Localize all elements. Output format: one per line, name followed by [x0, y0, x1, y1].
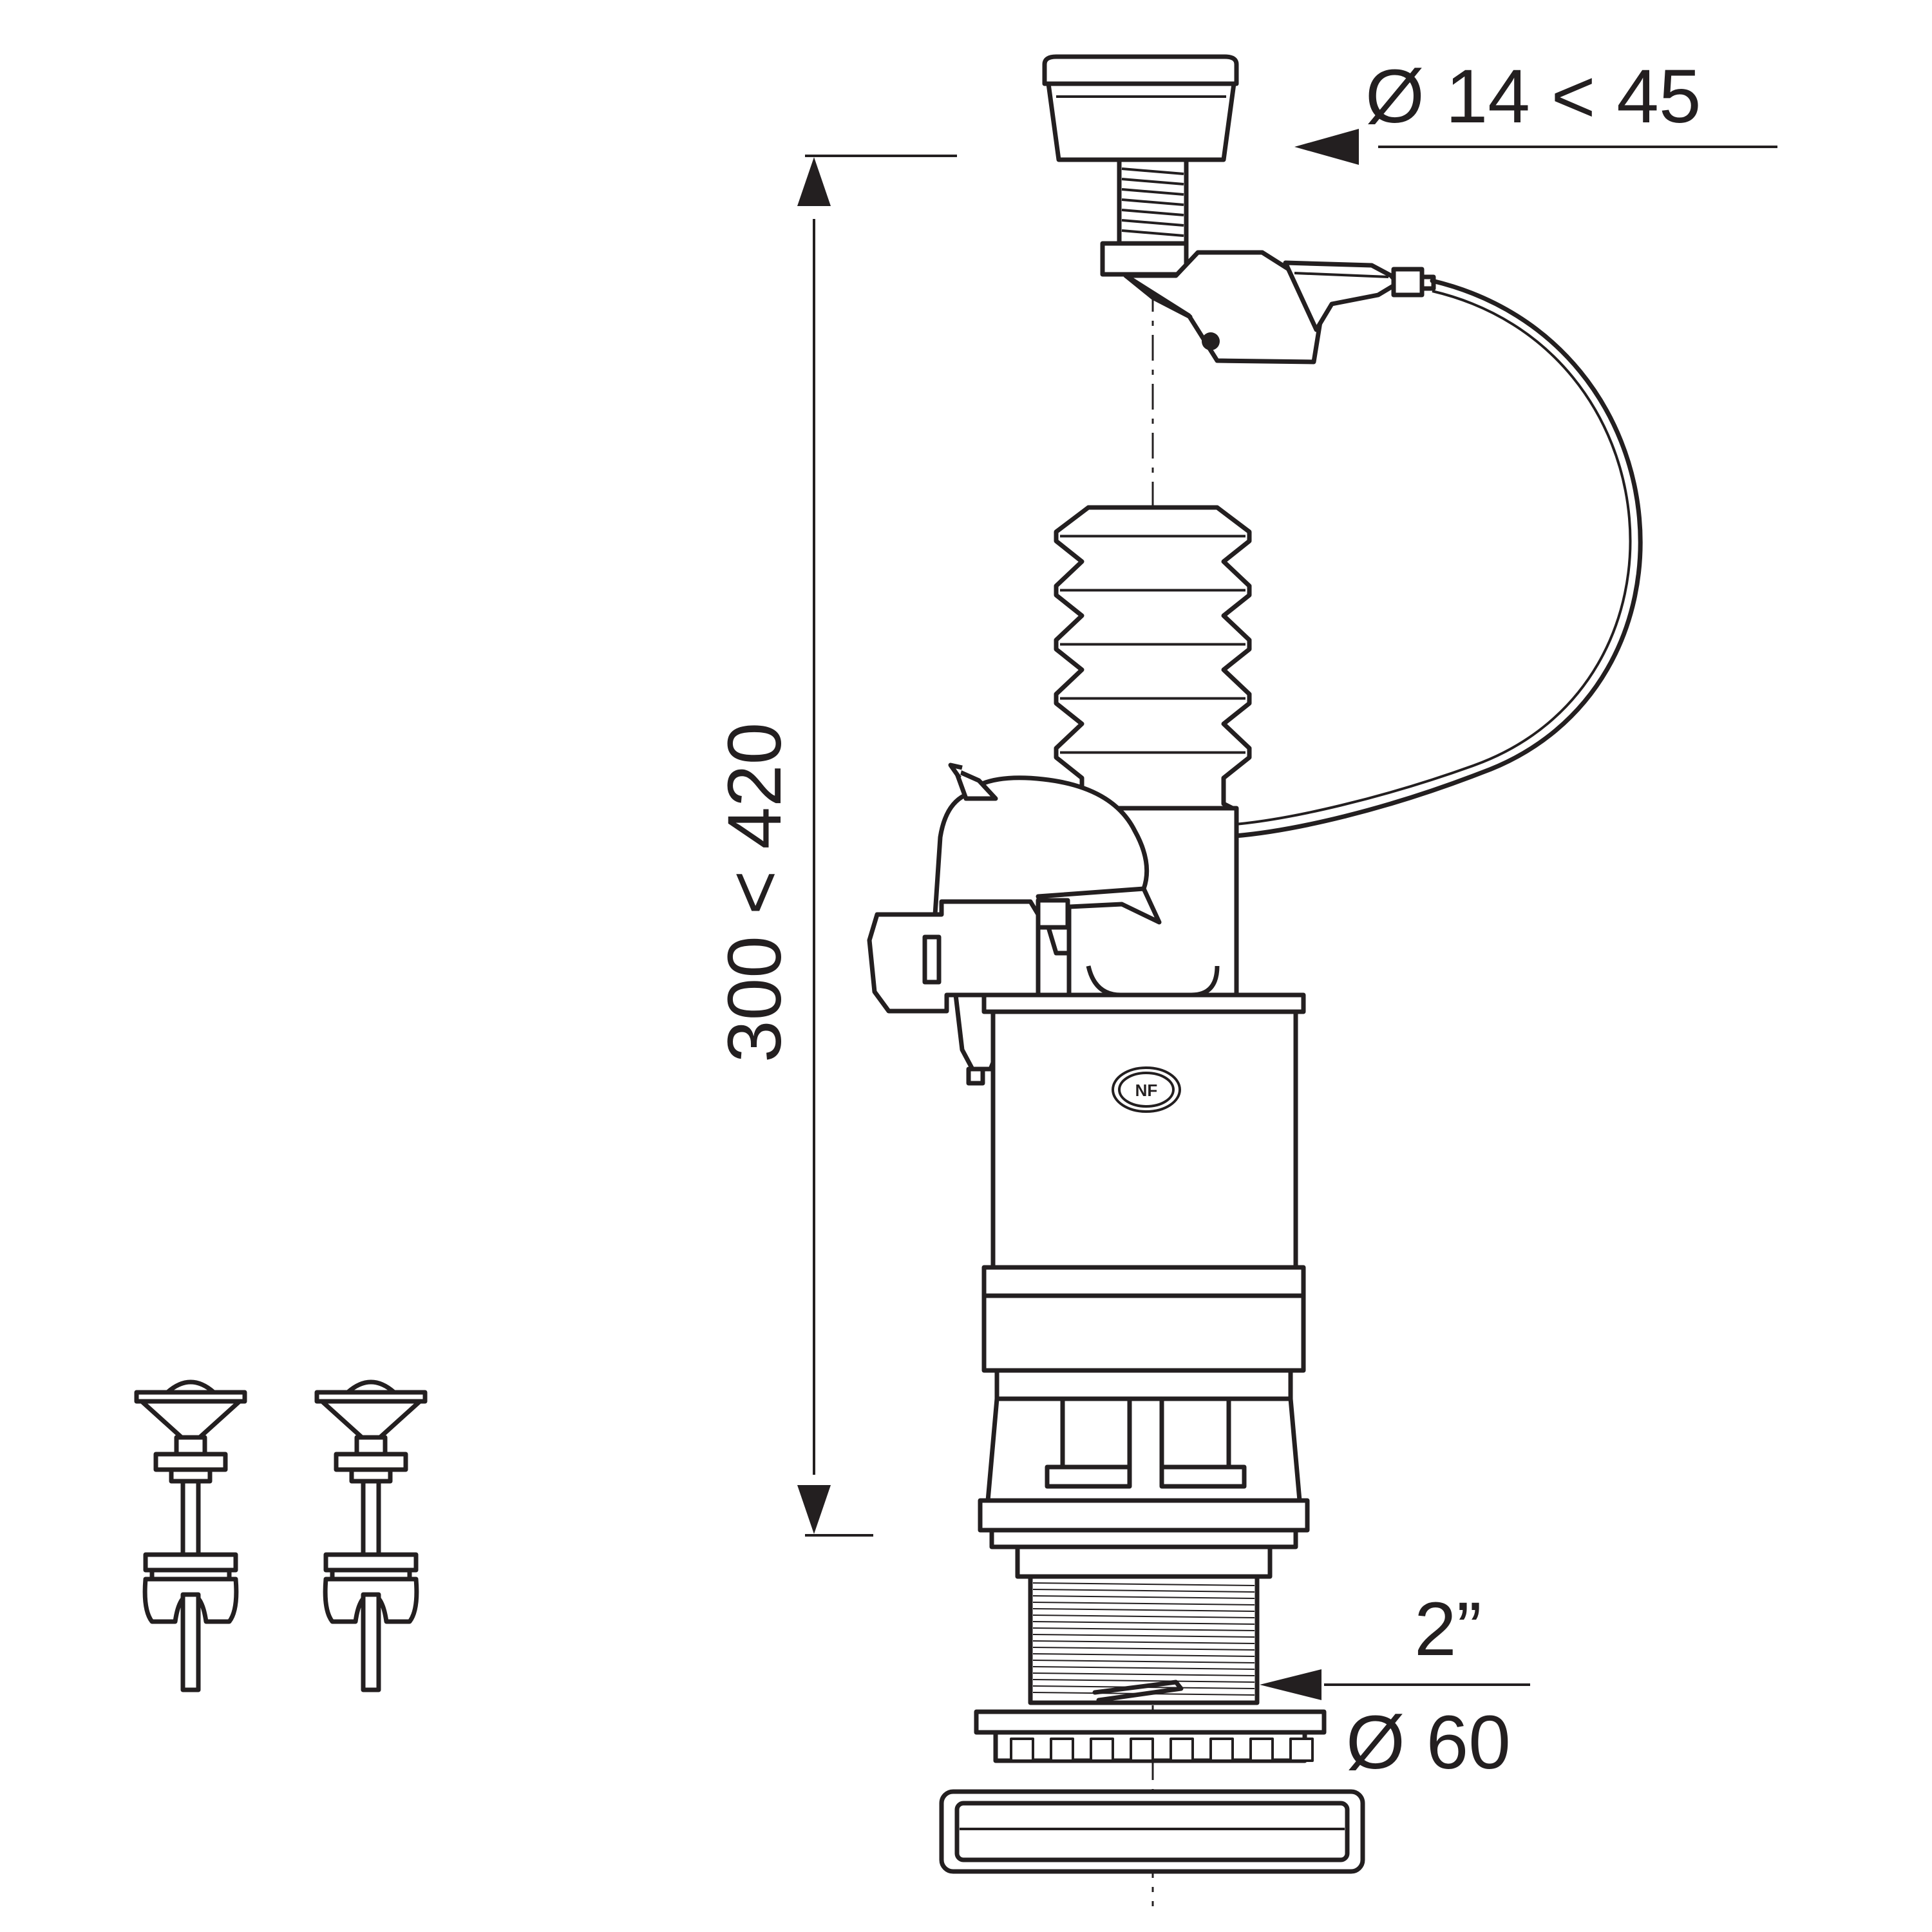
valve-body: [981, 992, 1306, 1298]
dimension-outlet: Ø 60: [1346, 1700, 1511, 1785]
dimension-label-outlet: Ø 60: [1346, 1700, 1511, 1785]
dimension-height: 300 < 420: [712, 155, 957, 1537]
dimension-label-thread: 2”: [1414, 1587, 1482, 1672]
lower-cage: [978, 1265, 1310, 1579]
lever-arm: [867, 762, 1162, 1086]
nf-certification-logo: NF: [1112, 1066, 1181, 1113]
dimension-thread: 2”: [1260, 1587, 1530, 1700]
bellows-tube: [1054, 505, 1252, 832]
nf-logo-text: NF: [1135, 1081, 1158, 1100]
push-button: [1042, 54, 1239, 162]
dimension-push-button: Ø 14 < 45: [1294, 54, 1777, 165]
dimension-label-push-button: Ø 14 < 45: [1365, 54, 1701, 139]
dimension-label-height: 300 < 420: [712, 723, 797, 1063]
lock-nut: [974, 1709, 1327, 1763]
fixing-bolt-right: [314, 1379, 428, 1692]
bowden-cable: [1233, 278, 1643, 838]
seal-washer: [939, 1789, 1365, 1874]
cable-actuator-head: [1100, 241, 1436, 365]
fixing-bolt-left: [134, 1379, 247, 1692]
threaded-stem: [1117, 157, 1189, 246]
threaded-outlet: [1028, 1574, 1260, 1705]
